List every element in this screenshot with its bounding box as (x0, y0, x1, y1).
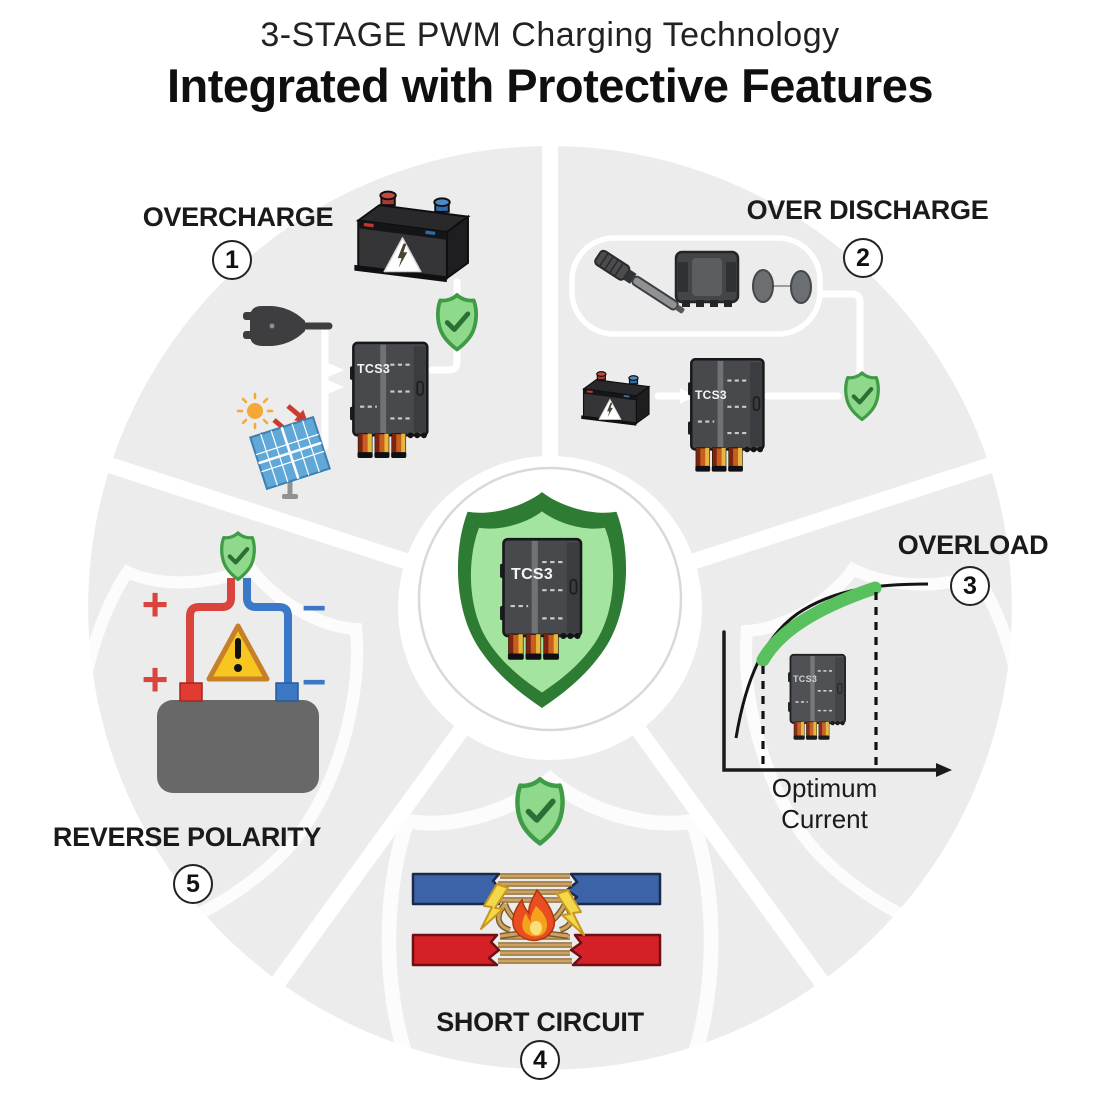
x-axis-arrow (936, 763, 952, 777)
overcharge-illustration (236, 190, 476, 499)
controller-model-label: TCS3 (695, 388, 727, 402)
solar-panel-icon (236, 392, 331, 499)
controller-model-label: TCS3 (793, 674, 818, 684)
power-plug-icon (243, 306, 333, 346)
label-overload: OVERLOAD (897, 530, 1049, 560)
charge-controller-icon (788, 653, 847, 741)
graph-axes (722, 630, 940, 772)
shield-check-icon (846, 373, 879, 419)
battery-warning-icon (580, 371, 650, 427)
short-circuit-illustration (411, 779, 662, 967)
charge-curve (734, 582, 929, 739)
over-discharge-illustration (569, 235, 879, 473)
positive-symbol-top: + (141, 578, 169, 630)
badge-over-discharge-number: 2 (843, 238, 883, 278)
connector-arrows (328, 363, 696, 404)
overload-graph (722, 581, 952, 777)
controller-model-label: TCS3 (511, 566, 554, 583)
charge-controller-icon (350, 341, 429, 460)
charge-controller-icon (688, 357, 765, 473)
shield-check-icon (222, 533, 255, 579)
battery-warning-icon (353, 190, 469, 284)
badge-short-circuit-number: 4 (520, 1040, 560, 1080)
warning-triangle-icon (206, 623, 270, 682)
red-wire-right (569, 933, 662, 967)
page-title: Integrated with Protective Features (166, 59, 934, 112)
positive-terminal (179, 682, 203, 702)
negative-symbol-bottom: − (301, 658, 327, 705)
blue-wire-right (565, 872, 662, 906)
badge-overcharge-number: 1 (212, 240, 252, 280)
badge-reverse-polarity-number: 5 (173, 864, 213, 904)
positive-wire (186, 578, 235, 686)
graph-label-optimum-current: Optimum Current (771, 773, 878, 834)
controller-model-label: TCS3 (357, 362, 391, 376)
motor-icon (674, 250, 740, 307)
red-wire-left (411, 933, 501, 967)
optimum-range-curve (756, 581, 882, 667)
label-overcharge: OVERCHARGE (142, 202, 334, 232)
center-emblem (457, 492, 627, 708)
label-reverse-polarity: REVERSE POLARITY (52, 822, 322, 852)
reverse-polarity-illustration (157, 533, 319, 793)
shield-check-icon (517, 779, 562, 843)
negative-terminal (275, 682, 299, 702)
subtitle: 3-STAGE PWM Charging Technology (260, 16, 840, 54)
negative-symbol-top: − (301, 584, 327, 631)
battery-body (157, 700, 319, 793)
label-over-discharge: OVER DISCHARGE (746, 195, 989, 225)
positive-symbol-bottom: + (141, 653, 169, 705)
negative-wire (243, 578, 292, 686)
load-pair-icon (752, 269, 812, 304)
flame-icon (512, 888, 556, 942)
label-short-circuit: SHORT CIRCUIT (436, 1007, 644, 1037)
shield-check-icon (438, 295, 476, 350)
range-dashed-lines (761, 592, 878, 770)
spark-bolts (480, 883, 585, 936)
badge-overload-number: 3 (950, 566, 990, 606)
actuator-icon (594, 249, 685, 314)
